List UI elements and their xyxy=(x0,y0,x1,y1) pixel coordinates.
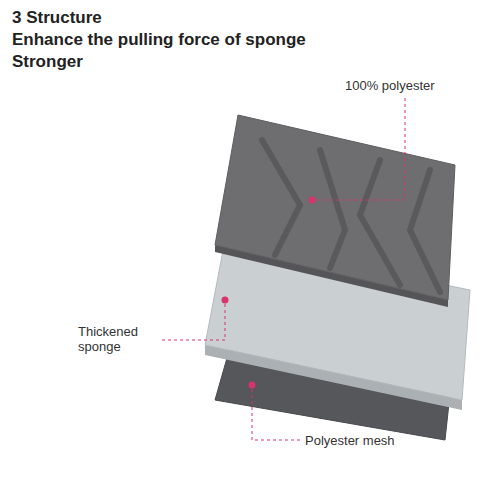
leader-line xyxy=(160,304,225,340)
leader-line xyxy=(316,98,405,200)
leader-lines xyxy=(160,98,405,440)
leader-dot xyxy=(222,297,229,304)
leader-line xyxy=(252,389,300,440)
pattern-line xyxy=(410,170,440,292)
subtitle-line: Stronger xyxy=(12,52,83,72)
pattern-line xyxy=(262,140,300,255)
leader-dot xyxy=(309,197,316,204)
wave-pattern xyxy=(262,140,440,292)
polyester-layer xyxy=(215,115,455,300)
leader-dot xyxy=(249,382,256,389)
pattern-line xyxy=(360,160,400,285)
pattern-line xyxy=(320,150,345,268)
part-label: Polyester mesh xyxy=(305,433,395,448)
part-label: Thickened sponge xyxy=(78,324,156,354)
part-label: 100% polyester xyxy=(345,78,435,93)
subtitle-line: Enhance the pulling force of sponge xyxy=(12,30,306,50)
leader-dots xyxy=(222,197,316,389)
title-heading: 3 Structure xyxy=(12,8,102,28)
